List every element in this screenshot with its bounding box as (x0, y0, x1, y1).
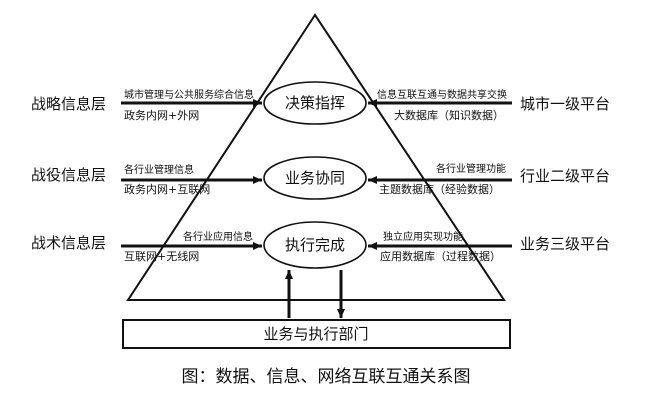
right-arrow-1-bottom-label: 大数据库（知识数据） (394, 108, 504, 122)
left-arrow-1-top-label: 城市管理与公共服务综合信息 (124, 88, 254, 101)
business-collaboration-node (263, 156, 367, 200)
figure-caption: 图：数据、信息、网络互联互通关系图 (182, 367, 471, 387)
left-arrow-3-bottom-label: 互联网+无线网 (124, 249, 199, 263)
left-arrow-2-top-label: 各行业管理信息 (124, 163, 194, 176)
execution-complete-label: 执行完成 (285, 236, 345, 254)
industry-platform-label: 行业二级平台 (520, 167, 610, 185)
business-platform-label: 业务三级平台 (520, 235, 610, 253)
campaign-layer-label: 战役信息层 (31, 166, 106, 184)
right-arrow-2-bottom-label: 主题数据库（经验数据） (379, 182, 500, 196)
right-arrow-1-top-label: 信息互联互通与数据共享交换 (377, 88, 507, 101)
tactical-layer-label: 战术信息层 (31, 234, 106, 252)
execution-complete-node (263, 221, 367, 269)
strategic-layer-label: 战略信息层 (31, 95, 106, 113)
right-arrow-2-top-label: 各行业管理功能 (436, 162, 506, 175)
left-arrow-2-bottom-label: 政务内网+互联网 (124, 182, 210, 196)
business-execution-label: 业务与执行部门 (263, 325, 368, 343)
decision-command-label: 决策指挥 (285, 94, 345, 112)
decision-command-node (263, 81, 367, 125)
left-arrow-3-top-label: 各行业应用信息 (183, 230, 253, 243)
right-arrow-3-bottom-label: 应用数据库（过程数据） (380, 249, 501, 263)
right-arrow-3-top-label: 独立应用实现功能 (383, 230, 463, 243)
city-platform-label: 城市一级平台 (520, 95, 610, 113)
business-execution-box (122, 319, 511, 349)
business-collaboration-label: 业务协同 (285, 169, 345, 187)
left-arrow-1-bottom-label: 政务内网+外网 (124, 108, 199, 122)
